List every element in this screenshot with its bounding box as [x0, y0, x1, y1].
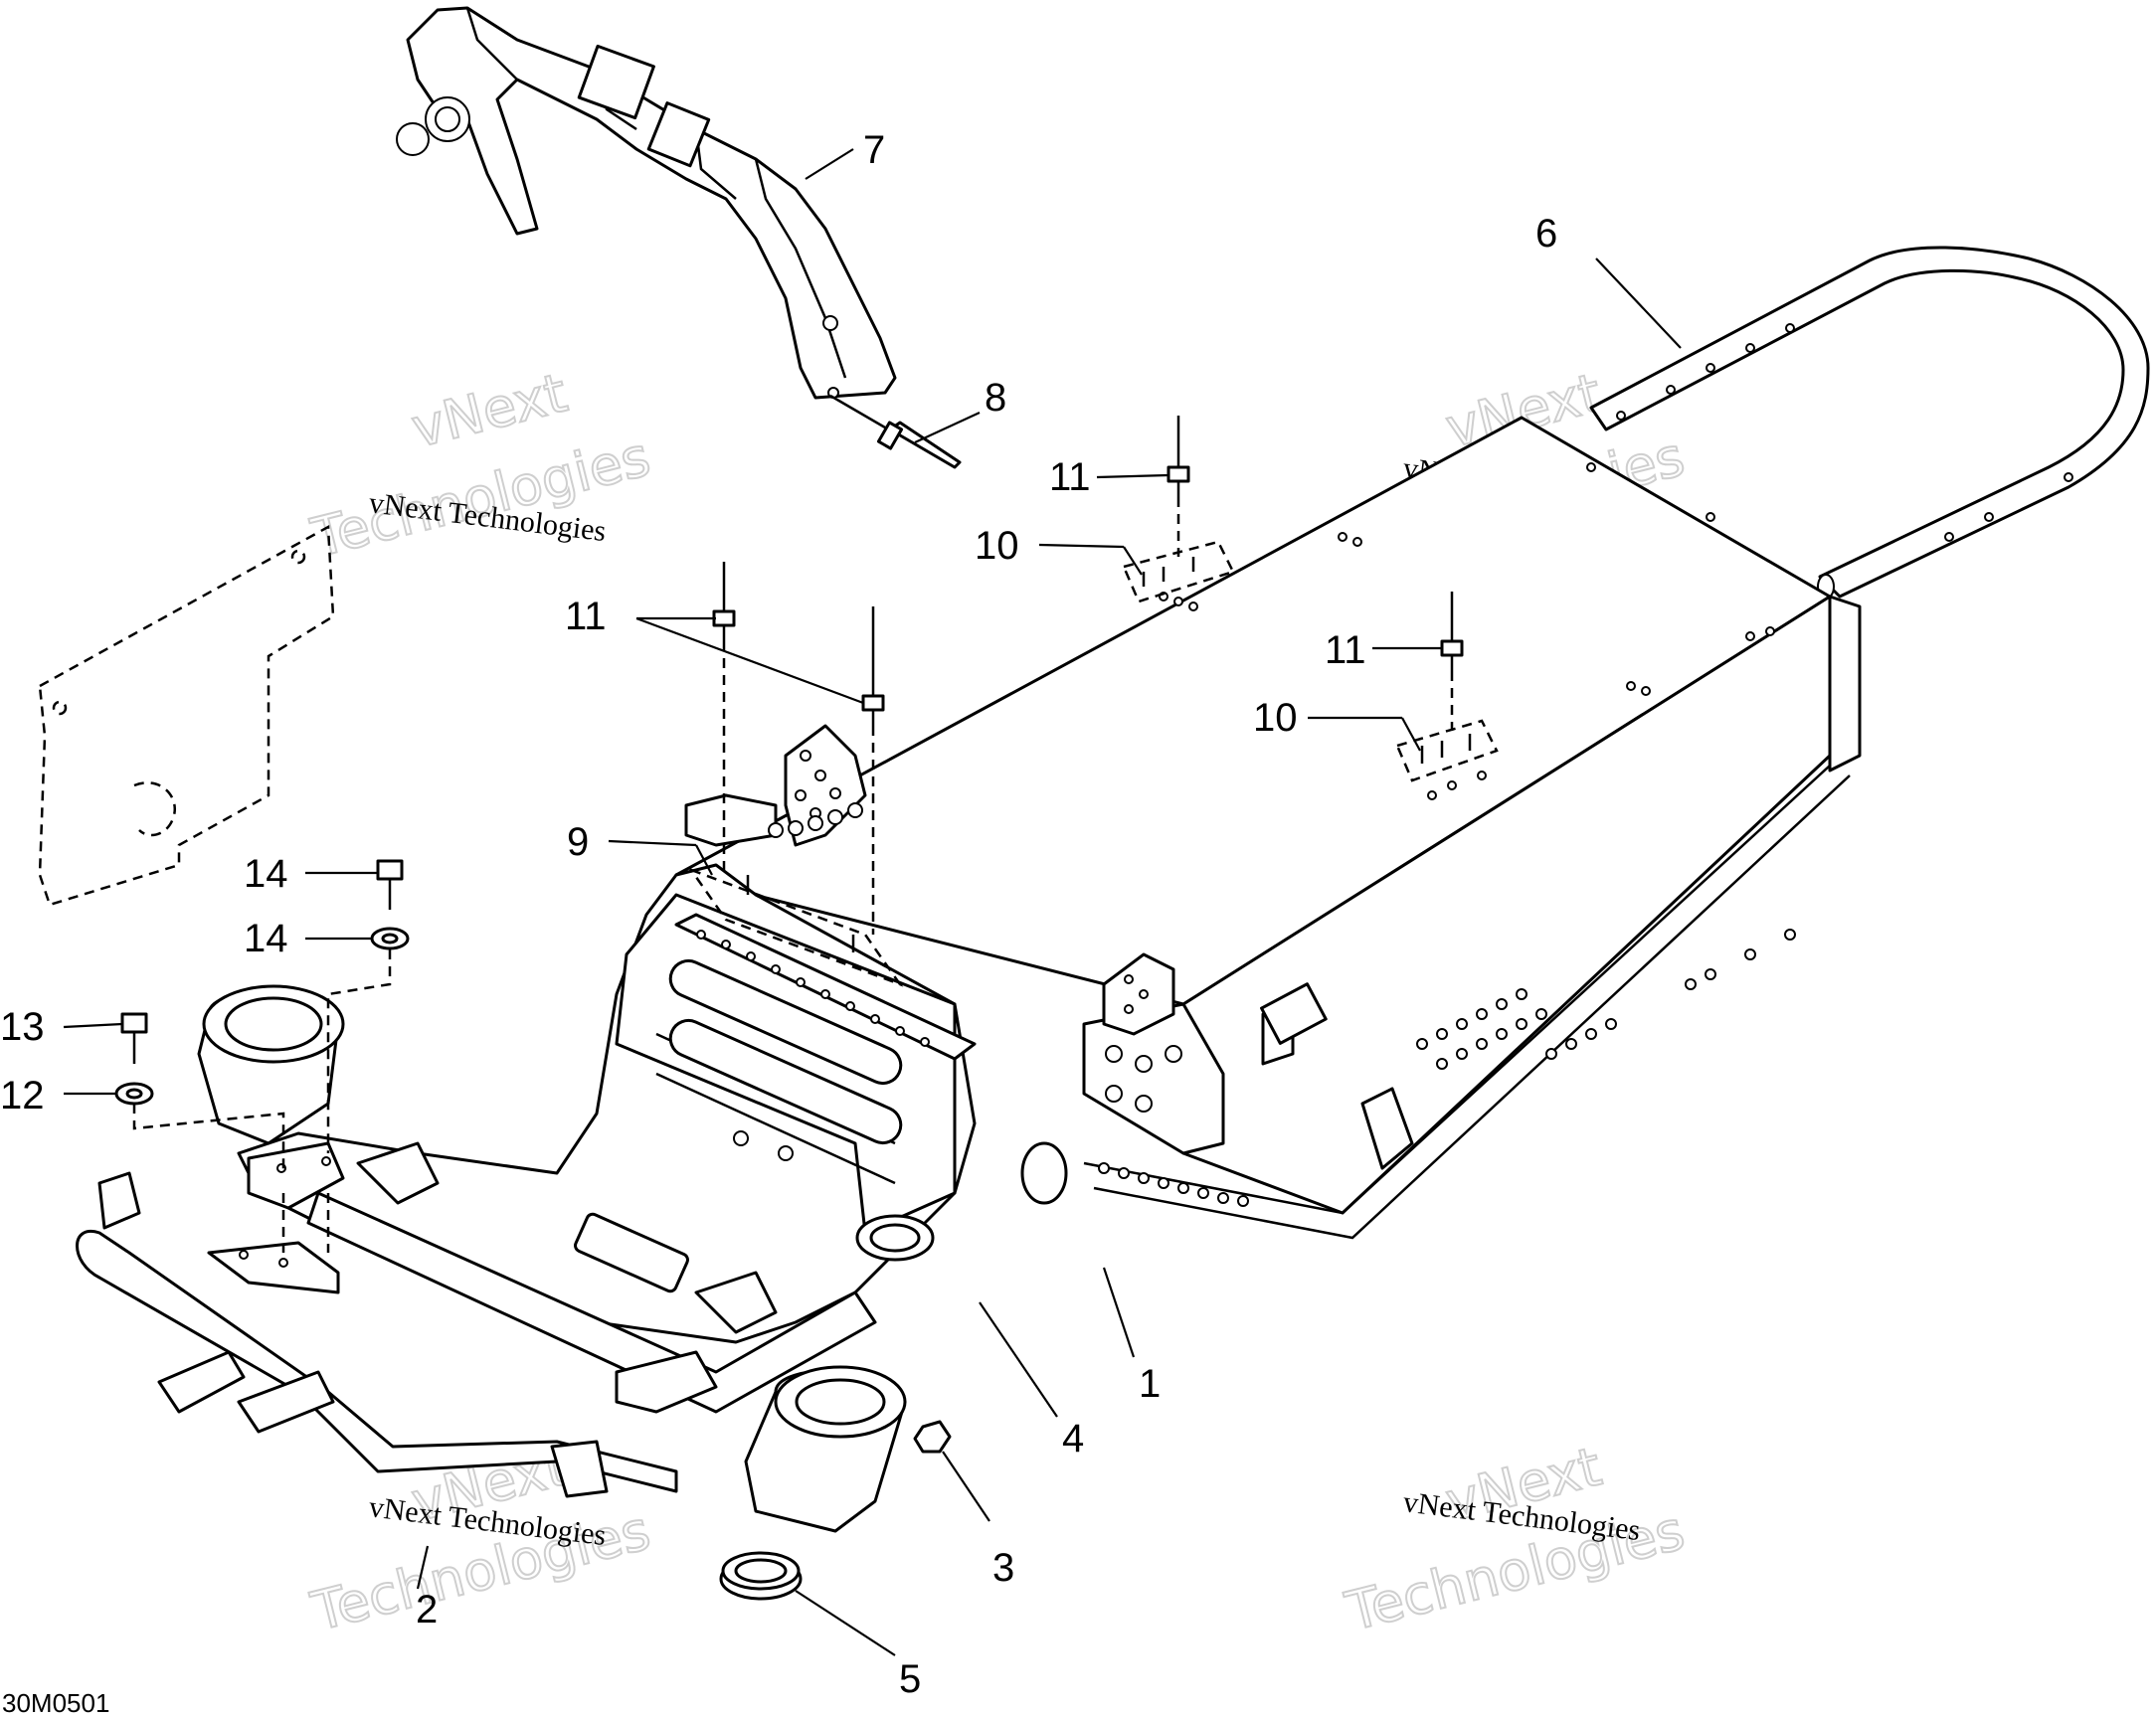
callout-10-right: 10: [1253, 696, 1298, 740]
part-9-support-bracket: [684, 724, 1175, 1036]
callout-13: 14: [244, 852, 288, 896]
callout-5: 5: [899, 1657, 921, 1701]
callout-11-left: 11: [565, 595, 607, 638]
part-5-bushing: [719, 1551, 803, 1601]
part-11-rivet-b: [712, 562, 736, 875]
callout-3: 3: [992, 1546, 1014, 1590]
callout-10-top: 10: [975, 524, 1019, 568]
top-rail-holes: [696, 930, 930, 1047]
callouts: 7 6 8 11 10 11 11 10 9 14 14 13 12 1 4 3…: [0, 128, 1557, 1701]
leader-lines: [63, 148, 1682, 1656]
part-13-bolt: [376, 859, 404, 910]
part-11-rivet-a: [1167, 416, 1190, 557]
callout-14-upper: 14: [244, 917, 288, 960]
deck-holes: [1159, 462, 1775, 800]
part-11-rivet-c: [861, 606, 885, 935]
callout-8: 8: [985, 376, 1006, 420]
callout-1: 1: [1139, 1362, 1161, 1406]
side-holes: [1105, 929, 1796, 1113]
drawing-code: 30M0501: [2, 1688, 109, 1718]
callout-7: 7: [863, 128, 885, 172]
watermark-bottom-right: vNext Technologies vNext Technologies: [1339, 1434, 1692, 1644]
lower-strip-holes: [1098, 1162, 1249, 1207]
callout-11-right: 11: [1325, 628, 1366, 672]
callout-12: 13: [0, 1005, 45, 1049]
svg-text:vNext: vNext: [406, 361, 573, 459]
watermark-top-left: vNext Technologies vNext Technologies: [304, 360, 657, 571]
callout-11-top-right: 11: [1049, 455, 1091, 499]
callout-14-lower: 12: [0, 1074, 45, 1117]
callout-9: 9: [567, 820, 589, 864]
callout-2: 2: [416, 1588, 438, 1632]
part-2-front-bumper: [76, 1171, 678, 1498]
part-10-backing-plate-lower: [1395, 719, 1499, 782]
part-4-front-bulkhead: [197, 863, 1068, 1533]
part-14-washer-lower: [114, 1082, 330, 1253]
part-9-backing-plate: [687, 867, 904, 987]
part-12-bolt: [120, 1012, 148, 1064]
callout-4: 4: [1062, 1417, 1084, 1460]
part-8-rivet: [829, 394, 962, 469]
inner-panel-dashed: [38, 524, 335, 907]
part-14-washer-upper: [326, 927, 410, 1153]
part-3-nut: [913, 1420, 952, 1454]
part-1-frame-tunnel: [674, 416, 1862, 1240]
part-10-backing-plate-upper: [1122, 540, 1235, 603]
part-7-steering-support: [396, 6, 897, 400]
callout-6: 6: [1535, 212, 1557, 256]
